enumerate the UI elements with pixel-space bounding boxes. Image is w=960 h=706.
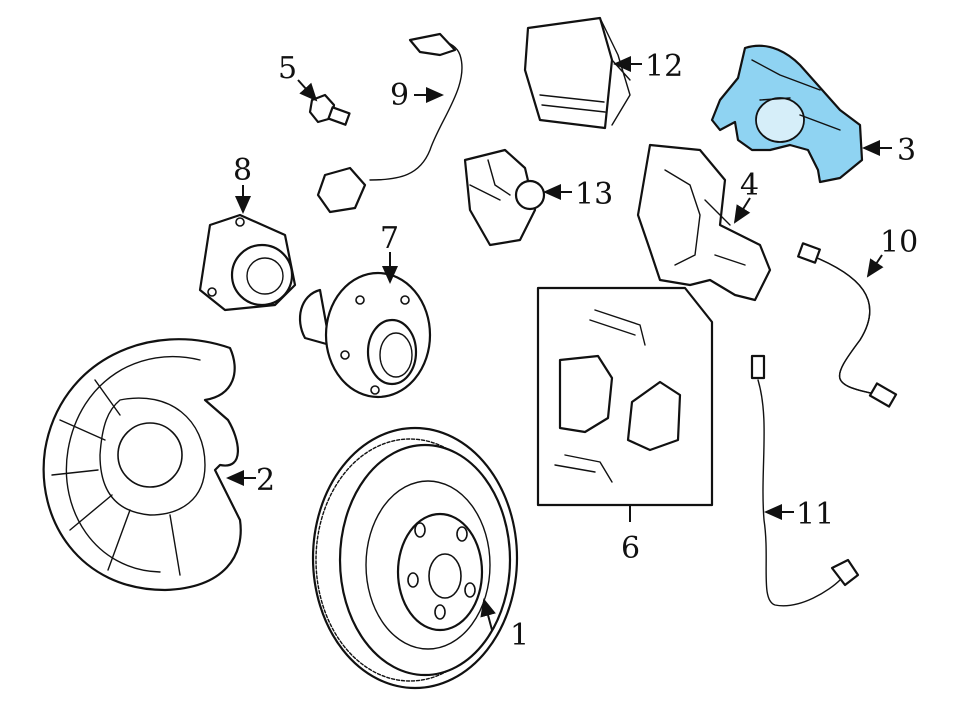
part-4-caliper-carrier[interactable]: [636, 143, 772, 302]
leader-4: [733, 197, 751, 224]
callout-11: 11: [796, 497, 834, 532]
callout-7: 7: [380, 221, 399, 256]
part-10-brake-hose[interactable]: [797, 242, 898, 408]
callout-5: 5: [278, 51, 297, 86]
part-3-brake-caliper-highlighted[interactable]: [710, 44, 864, 184]
callout-12: 12: [645, 49, 683, 84]
callout-13: 13: [575, 177, 613, 212]
callout-3: 3: [897, 133, 916, 168]
part-7-wheel-hub[interactable]: [298, 271, 432, 399]
part-9-wear-sensor[interactable]: [316, 32, 463, 214]
leader-5: [297, 79, 318, 102]
callout-10: 10: [880, 225, 918, 260]
callout-6: 6: [621, 531, 640, 566]
callout-9: 9: [390, 78, 409, 113]
callout-8: 8: [233, 153, 252, 188]
part-6-brake-pad-kit[interactable]: [536, 286, 714, 507]
part-13-actuator[interactable]: [463, 148, 546, 247]
part-11-wheel-speed-sensor[interactable]: [750, 354, 860, 607]
callout-4: 4: [740, 168, 759, 203]
part-8-wheel-bearing[interactable]: [198, 213, 297, 312]
leader-lines: [226, 56, 892, 631]
callout-1: 1: [510, 618, 529, 653]
part-12-control-module[interactable]: [523, 16, 631, 130]
leader-1: [480, 598, 496, 631]
part-2-dust-shield[interactable]: [42, 338, 242, 592]
leader-10: [866, 254, 884, 278]
callout-2: 2: [256, 463, 275, 498]
part-1-brake-rotor[interactable]: [311, 426, 519, 690]
part-5-bolt[interactable]: [308, 93, 351, 126]
callout-labels: 1 2 3 4 5 6 7 8 9 10 11 12 13: [233, 49, 918, 653]
